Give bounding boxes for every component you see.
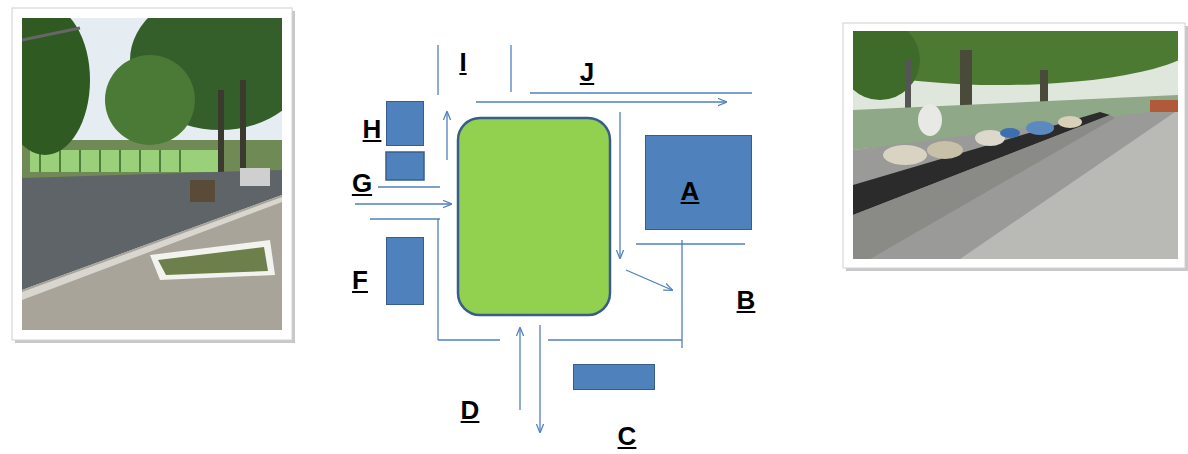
road-letter: G bbox=[352, 169, 372, 198]
road-letter: J bbox=[580, 58, 594, 87]
road-letter: B bbox=[737, 286, 756, 315]
block-letter: F bbox=[352, 266, 368, 295]
road-letter: I bbox=[459, 48, 466, 77]
street-photo bbox=[0, 0, 310, 343]
road-sketch bbox=[355, 45, 752, 432]
road-block: H bbox=[386, 101, 424, 146]
road-block: A bbox=[645, 135, 752, 230]
road-block: C bbox=[573, 364, 655, 390]
block-letter: H bbox=[363, 115, 382, 144]
road-block: F bbox=[386, 237, 424, 305]
block-letter: C bbox=[618, 422, 637, 451]
street-photo bbox=[800, 0, 1188, 271]
block-letter: A bbox=[681, 177, 700, 206]
road-letter: D bbox=[461, 396, 480, 425]
